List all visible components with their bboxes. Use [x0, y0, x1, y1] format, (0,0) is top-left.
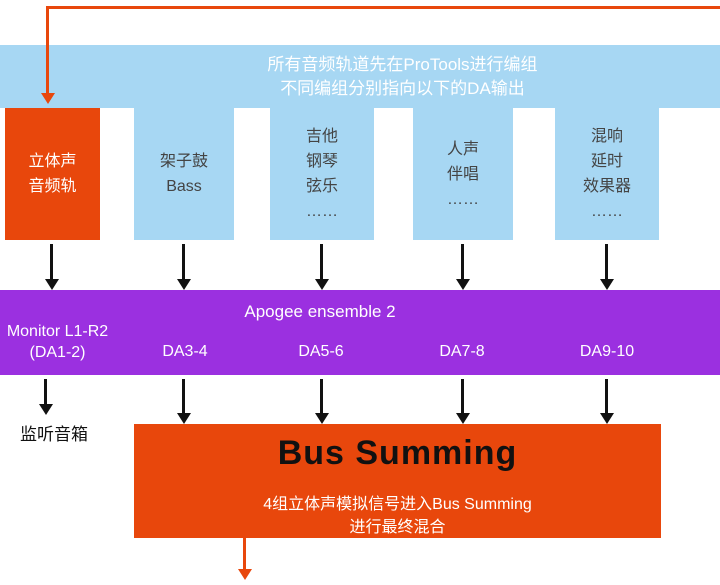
arrow-da9-10-to-bus — [605, 379, 608, 414]
apogee-interface-banner: Apogee ensemble 2 Monitor L1-R2 (DA1-2) … — [0, 290, 720, 375]
arrow-drums-to-interface — [182, 244, 185, 280]
arrow-da5-6-to-bus — [320, 379, 323, 414]
track-label-line: …… — [306, 203, 338, 220]
bus-summing-box: Bus Summing 4组立体声模拟信号进入Bus Summing 进行最终混… — [134, 424, 661, 538]
bus-summing-desc-line2: 进行最终混合 — [349, 519, 446, 536]
da-output-label-3-4: DA3-4 — [162, 343, 208, 360]
apogee-interface-title: Apogee ensemble 2 — [244, 302, 396, 321]
track-label-line: 弦乐 — [305, 178, 338, 195]
track-label-line: …… — [591, 203, 623, 220]
arrow-guitar-to-interface — [320, 244, 323, 280]
track-label-line: 延时 — [590, 153, 623, 170]
monitor-output-line1: Monitor L1-R2 — [6, 323, 109, 340]
track-label-line: 架子鼓 — [159, 153, 208, 170]
bus-summing-title: Bus Summing — [277, 434, 518, 472]
da-output-label-5-6: DA5-6 — [298, 343, 344, 360]
track-box-guitar-piano-strings: 吉他 钢琴 弦乐 …… — [270, 108, 374, 240]
track-label-line: 效果器 — [582, 178, 631, 195]
monitor-speaker-label: 监听音箱 — [20, 425, 88, 444]
track-box-vocals-backing: 人声 伴唱 …… — [413, 108, 513, 240]
arrow-fx-to-interface — [605, 244, 608, 280]
monitor-output-line2: (DA1-2) — [29, 344, 86, 361]
protools-header-banner: 所有音频轨道先在ProTools进行编组 不同编组分别指向以下的DA输出 — [0, 45, 720, 108]
track-box-reverb-delay-fx: 混响 延时 效果器 …… — [555, 108, 659, 240]
track-label-line: 吉他 — [305, 128, 338, 145]
feedback-line-top — [46, 6, 720, 9]
track-label-line: 人声 — [446, 140, 479, 158]
bus-output-arrow — [243, 538, 246, 570]
track-label-line: 钢琴 — [305, 153, 338, 170]
protools-header-line2: 不同编组分别指向以下的DA输出 — [280, 79, 525, 98]
track-label-line: 音频轨 — [28, 178, 77, 195]
arrow-stereo-to-interface — [50, 244, 53, 280]
track-label-line: 伴唱 — [446, 165, 479, 183]
track-label-line: …… — [447, 190, 479, 208]
arrow-da3-4-to-bus — [182, 379, 185, 414]
monitor-output-label: Monitor L1-R2 (DA1-2) — [0, 321, 115, 363]
arrow-da7-8-to-bus — [461, 379, 464, 414]
track-box-drums-bass: 架子鼓 Bass — [134, 108, 234, 240]
da-output-label-7-8: DA7-8 — [439, 343, 485, 360]
track-box-stereo-audio: 立体声 音频轨 — [5, 108, 100, 240]
track-label-line: Bass — [166, 178, 202, 195]
track-label-line: 混响 — [590, 128, 623, 145]
arrow-monitor-to-speakers — [44, 379, 47, 405]
bus-summing-desc-line1: 4组立体声模拟信号进入Bus Summing — [263, 496, 532, 513]
da-output-label-9-10: DA9-10 — [579, 343, 635, 360]
arrow-vocals-to-interface — [461, 244, 464, 280]
protools-header-text: 所有音频轨道先在ProTools进行编组 不同编组分别指向以下的DA输出 — [85, 53, 720, 101]
protools-header-line1: 所有音频轨道先在ProTools进行编组 — [267, 55, 538, 74]
feedback-arrow-into-stereo-track — [46, 6, 49, 94]
track-label-line: 立体声 — [28, 153, 77, 170]
